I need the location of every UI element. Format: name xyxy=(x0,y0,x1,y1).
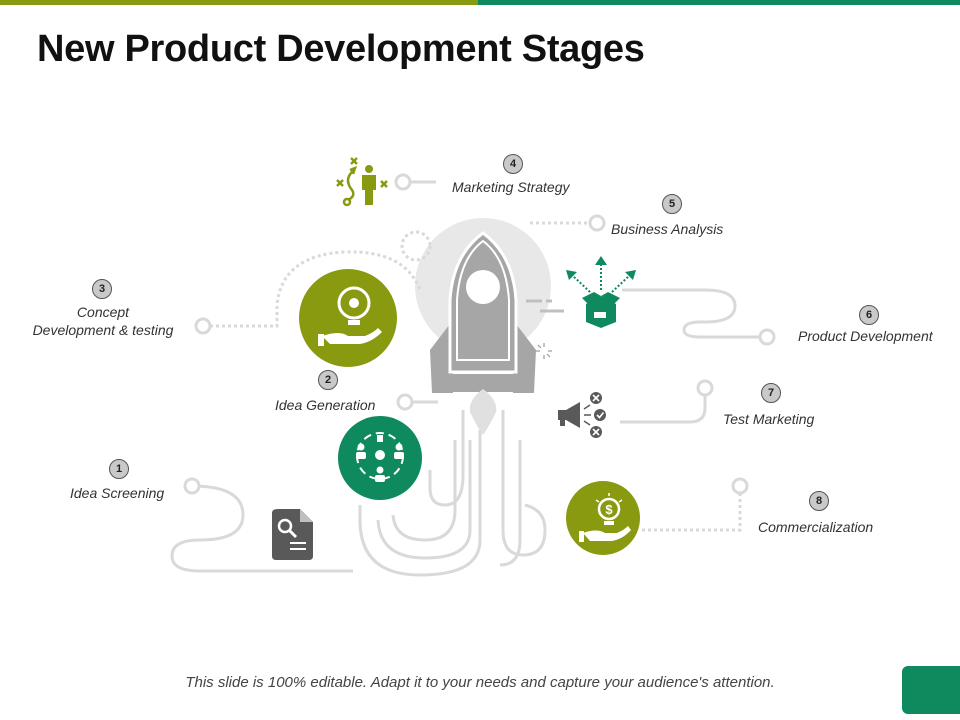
stage-1-label: Idea Screening xyxy=(70,485,165,501)
sparkle-icon xyxy=(536,343,552,359)
decor-dashed-circle xyxy=(400,230,432,262)
stage-4-label: Marketing Strategy xyxy=(452,179,570,195)
stage-6-label: Product Development xyxy=(798,328,933,344)
lightbulb-gear-hand-icon xyxy=(299,269,397,367)
stage-6-badge: 6 xyxy=(859,305,879,325)
stage-3-badge: 3 xyxy=(92,279,112,299)
dashed-connectors xyxy=(210,221,742,532)
stage-3-label: Concept Development & testing xyxy=(28,303,178,339)
team-idea-icon xyxy=(338,416,422,500)
stage-4-badge: 4 xyxy=(503,154,523,174)
stage-7-label: Test Marketing xyxy=(723,411,815,427)
box-arrows-icon xyxy=(566,256,636,328)
stage-3-label-line1: Concept xyxy=(76,304,130,320)
stage-5-badge: 5 xyxy=(662,194,682,214)
svg-text:$: $ xyxy=(605,502,613,517)
rocket-icon xyxy=(430,231,536,435)
stage-1-badge: 1 xyxy=(109,459,129,479)
stage-2-label: Idea Generation xyxy=(275,397,376,413)
top-accent-bar-green xyxy=(478,0,960,5)
stage-3-label-line2: Development & testing xyxy=(32,322,174,338)
megaphone-check-icon xyxy=(558,392,606,438)
strategy-play-icon xyxy=(336,157,388,207)
speed-marks xyxy=(526,299,564,313)
exhaust-trails xyxy=(358,410,547,577)
corner-tab-button[interactable] xyxy=(902,666,960,714)
stage-8-label: Commercialization xyxy=(758,519,874,535)
person-icon xyxy=(362,165,376,205)
stage-7-badge: 7 xyxy=(761,383,781,403)
footer-note: This slide is 100% editable. Adapt it to… xyxy=(185,674,775,691)
page-title: New Product Development Stages xyxy=(37,28,645,70)
stage-5-label: Business Analysis xyxy=(611,221,724,237)
stage-2-badge: 2 xyxy=(318,370,338,390)
connector-endpoints xyxy=(183,173,776,495)
stage-8-badge: 8 xyxy=(809,491,829,511)
dollar-bulb-hand-icon: $ xyxy=(566,481,640,555)
top-accent-bar-olive xyxy=(0,0,478,5)
connector-lines xyxy=(170,180,760,573)
document-search-icon xyxy=(272,509,313,560)
